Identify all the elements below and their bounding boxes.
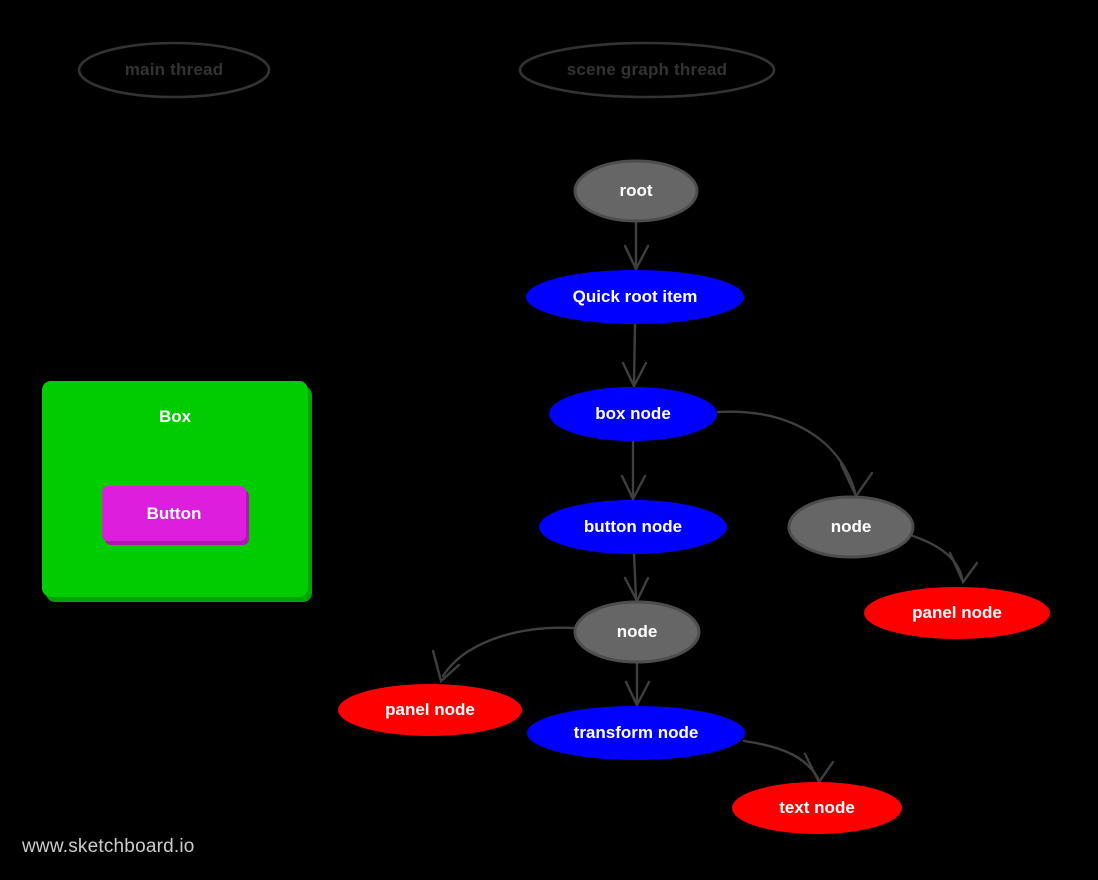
thread-ellipse-main-thread (77, 41, 271, 99)
node-ellipse-node-center[interactable] (573, 600, 701, 664)
node-ellipse-transform-node[interactable] (527, 706, 745, 760)
thread-ellipse-scene-graph-thread (518, 41, 776, 99)
watermark-text: www.sketchboard.io (22, 836, 195, 857)
edge-box-node-to-node-right (716, 410, 874, 499)
edge-node-center-to-panel-node-left (431, 626, 577, 684)
edge-transform-node-to-text-node (742, 739, 835, 785)
edge-node-right-to-panel-node-right (911, 534, 979, 585)
edge-quick-root-item-to-box-node (621, 322, 648, 389)
node-ellipse-button-node[interactable] (539, 500, 727, 554)
node-ellipse-node-right[interactable] (787, 495, 915, 559)
node-ellipse-box-node[interactable] (549, 387, 717, 441)
button-widget-label: Button (146, 503, 202, 523)
edge-root-to-quick-root-item (623, 219, 650, 272)
node-layer (338, 159, 1050, 834)
node-ellipse-panel-node-left[interactable] (338, 684, 522, 736)
thread-label-main-thread: main thread (124, 60, 224, 79)
node-ellipse-quick-root-item[interactable] (526, 270, 744, 324)
thread-label-scene-graph-thread: scene graph thread (566, 60, 728, 79)
node-ellipse-panel-node-right[interactable] (864, 587, 1050, 639)
edge-box-node-to-button-node (620, 439, 647, 502)
button-widget[interactable] (102, 486, 246, 541)
box-widget-label: Box (158, 407, 192, 426)
edge-node-center-to-transform-node (624, 660, 651, 708)
edge-layer (431, 219, 979, 785)
thread-layer (77, 41, 776, 99)
node-ellipse-root[interactable] (573, 159, 699, 223)
edge-button-node-to-node-center (623, 552, 650, 604)
node-ellipse-text-node[interactable] (732, 782, 902, 834)
